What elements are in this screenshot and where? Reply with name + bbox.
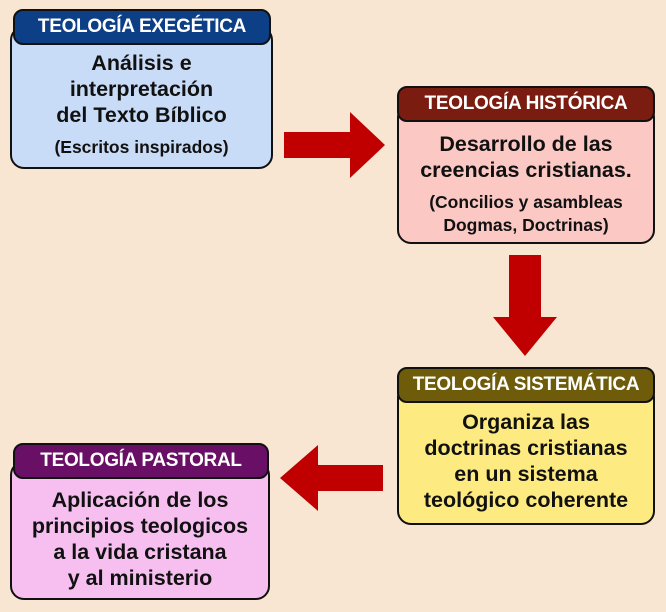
exegetica-main-line-1: Análisis e <box>91 51 192 75</box>
pastoral-header: TEOLOGÍA PASTORAL <box>13 443 269 479</box>
exegetica-sub-line-1: (Escritos inspirados) <box>54 137 229 157</box>
pastoral-main-line-1: Aplicación de los <box>51 488 229 512</box>
exegetica-header: TEOLOGÍA EXEGÉTICA <box>13 9 271 45</box>
historica-main-text: Desarrollo de las creencias cristianas. <box>399 131 653 183</box>
arrow-down-icon <box>493 255 557 356</box>
historica-header: TEOLOGÍA HISTÓRICA <box>397 86 655 122</box>
sistematica-box: Organiza las doctrinas cristianas en un … <box>397 383 655 525</box>
historica-sub-line-1: (Concilios y asambleas <box>429 192 623 212</box>
exegetica-main-line-2: interpretación <box>69 77 214 101</box>
pastoral-main-line-2: principios teologicos <box>31 514 249 538</box>
historica-main-line-1: Desarrollo de las <box>439 132 613 156</box>
exegetica-main-text: Análisis e interpretación del Texto Bíbl… <box>12 50 271 128</box>
arrow-left-icon <box>280 445 383 511</box>
sistematica-header: TEOLOGÍA SISTEMÁTICA <box>397 367 655 403</box>
arrow-right-icon <box>284 112 385 178</box>
sistematica-main-line-1: Organiza las <box>462 410 590 434</box>
sistematica-main-text: Organiza las doctrinas cristianas en un … <box>399 409 653 513</box>
sistematica-main-line-4: teológico coherente <box>423 488 629 512</box>
sistematica-main-line-2: doctrinas cristianas <box>424 436 628 460</box>
historica-main-line-2: creencias cristianas. <box>420 158 632 182</box>
pastoral-box: Aplicación de los principios teologicos … <box>10 461 270 600</box>
pastoral-main-line-4: y al ministerio <box>67 566 213 590</box>
historica-sub-line-2: Dogmas, Doctrinas) <box>443 215 609 235</box>
exegetica-main-line-3: del Texto Bíblico <box>56 103 227 127</box>
historica-box: Desarrollo de las creencias cristianas. … <box>397 103 655 244</box>
exegetica-box: Análisis e interpretación del Texto Bíbl… <box>10 26 273 169</box>
pastoral-main-line-3: a la vida cristana <box>53 540 227 564</box>
sistematica-main-line-3: en un sistema <box>454 462 598 486</box>
exegetica-sub-text: (Escritos inspirados) <box>12 136 271 159</box>
pastoral-main-text: Aplicación de los principios teologicos … <box>12 487 268 591</box>
historica-sub-text: (Concilios y asambleas Dogmas, Doctrinas… <box>399 191 653 237</box>
